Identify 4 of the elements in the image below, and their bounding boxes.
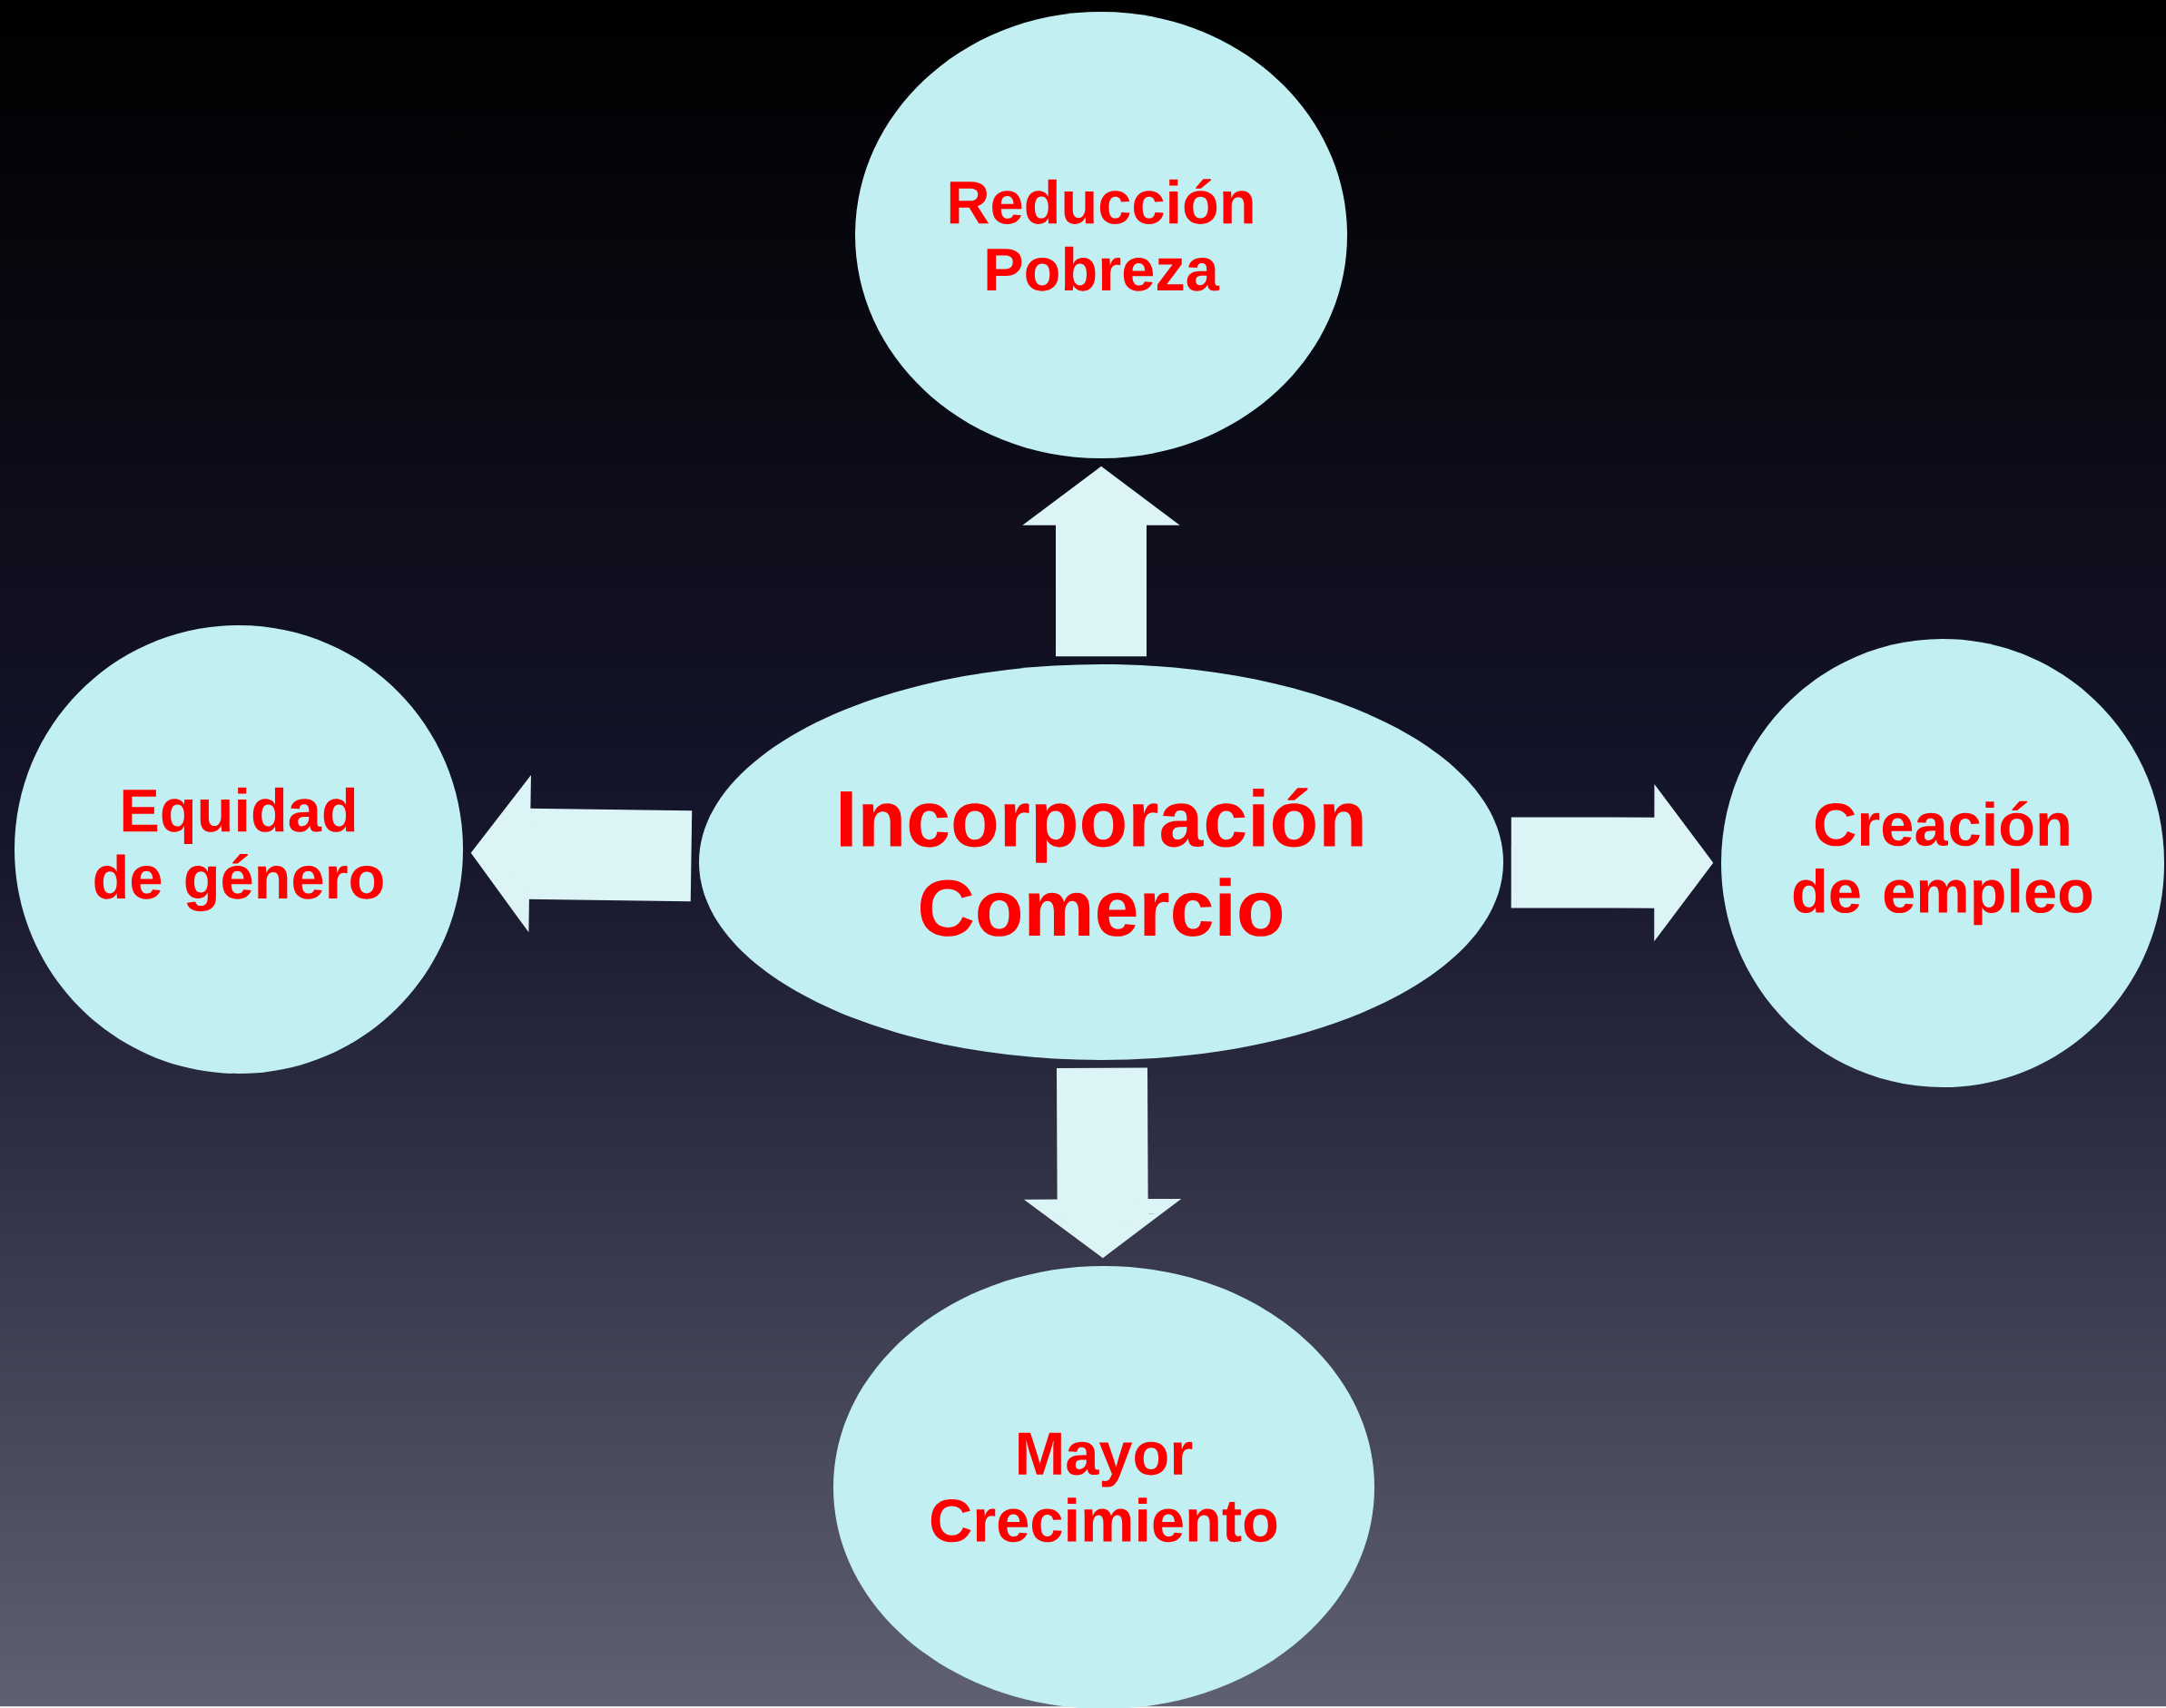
ellipse-node: Creación de empleo xyxy=(1721,639,2164,1087)
ellipse-node: Reducción Pobreza xyxy=(855,12,1347,458)
ellipse-node: Incorporación Comercio xyxy=(699,664,1503,1060)
circle-node: Equidad de género xyxy=(15,624,463,1074)
